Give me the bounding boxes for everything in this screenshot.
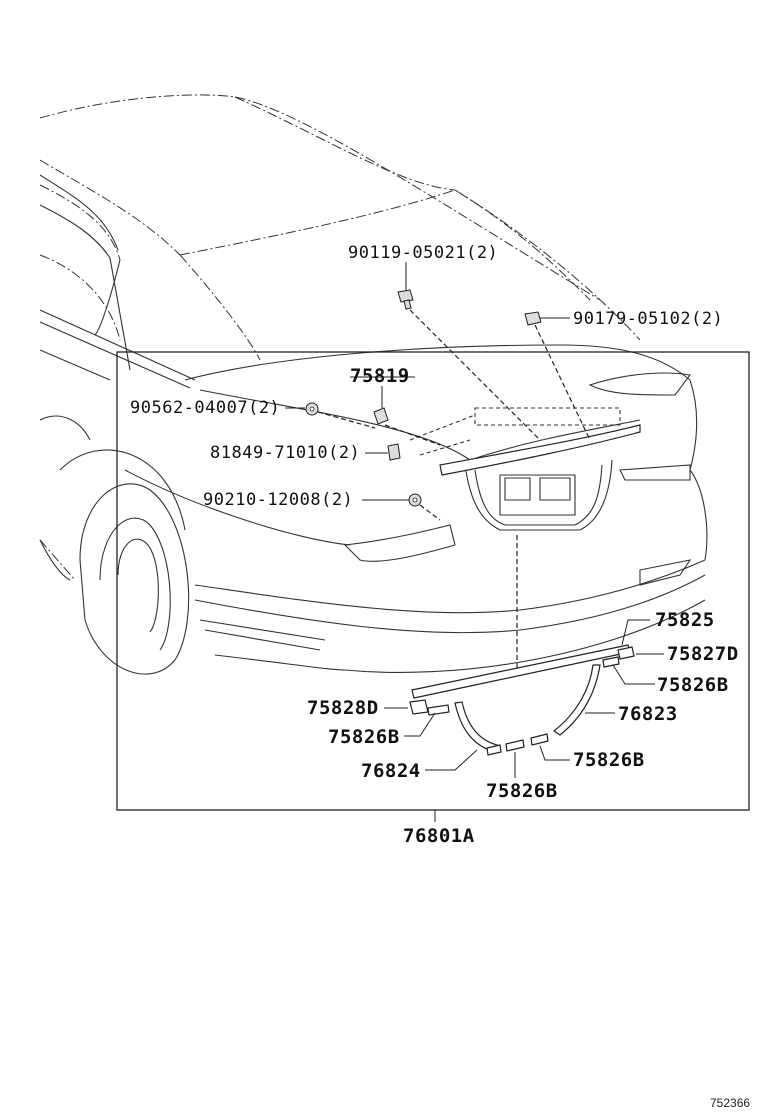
- label-end-piece-75827D: 75827D: [667, 643, 739, 665]
- label-tape-75826B-bottom: 75826B: [486, 780, 558, 802]
- label-clip-75819: 75819: [350, 365, 410, 387]
- grommet-90210-icon: [408, 493, 422, 507]
- nut-90562-icon: [305, 402, 319, 416]
- label-clip-81849: 81849-71010(2): [210, 443, 360, 463]
- tape-75826B-left: [427, 704, 450, 716]
- label-grommet-90210: 90210-12008(2): [203, 490, 353, 510]
- label-end-piece-75828D: 75828D: [307, 697, 379, 719]
- label-tape-75826B-left: 75826B: [328, 726, 400, 748]
- moulding-76824: [454, 701, 498, 753]
- assembly-box: [116, 351, 750, 811]
- label-nut-90562: 90562-04007(2): [130, 398, 280, 418]
- moulding-76823: [552, 664, 601, 736]
- nut-leader-dashed: [534, 324, 591, 441]
- tape-75826B-right: [602, 656, 620, 668]
- nut-left-leader-dashed: [317, 411, 376, 429]
- leader-lines: [285, 262, 664, 822]
- diagram-id: 752366: [710, 1096, 750, 1110]
- clip-81849-icon: [387, 443, 401, 461]
- clip-leader-dashed: [384, 424, 441, 446]
- car-body-outline: [39, 94, 708, 675]
- end-piece-75828D: [409, 699, 429, 715]
- label-tape-75826B-lower-right: 75826B: [573, 749, 645, 771]
- label-nut-90179: 90179-05102(2): [573, 309, 723, 329]
- bolt-leader-dashed: [409, 309, 541, 441]
- nut-90179-icon: [524, 311, 542, 326]
- label-moulding-76824: 76824: [361, 760, 421, 782]
- tape-75826B-bottom: [505, 739, 525, 752]
- label-bolt-90119: 90119-05021(2): [348, 243, 498, 263]
- label-moulding-75825: 75825: [655, 609, 715, 631]
- tape-75826B-lower-right: [530, 733, 549, 746]
- grommet-leader-dashed: [419, 504, 441, 521]
- clip-75819-icon: [373, 407, 389, 425]
- tape-76824-end: [486, 744, 502, 756]
- label-tape-75826B-right: 75826B: [657, 674, 729, 696]
- bolt-90119-icon: [397, 289, 414, 310]
- label-assembly-76801A: 76801A: [403, 825, 475, 847]
- label-moulding-76823: 76823: [618, 703, 678, 725]
- end-piece-75827D: [617, 646, 635, 660]
